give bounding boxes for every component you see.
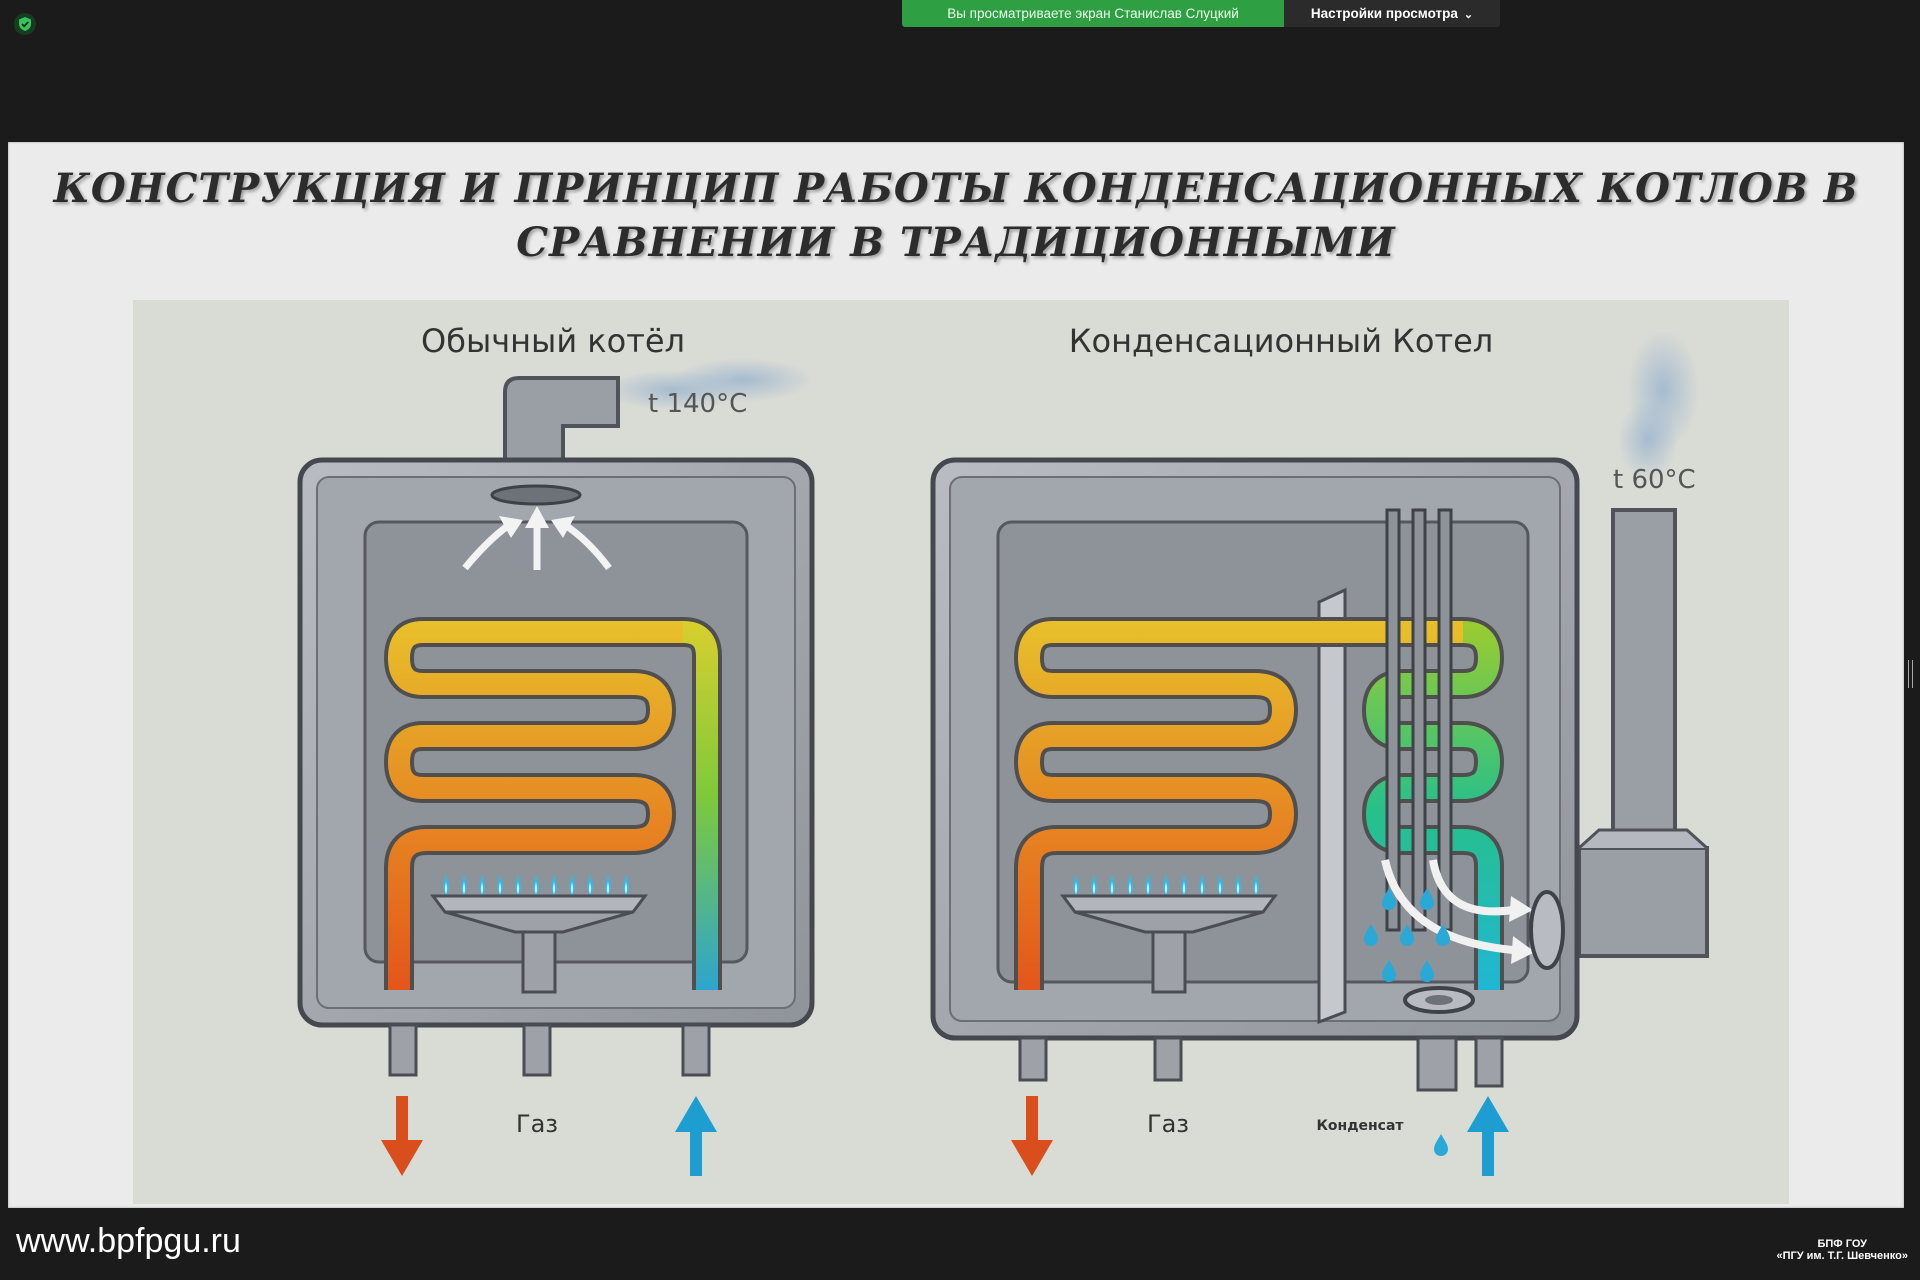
right-boiler-heading: Конденсационный Котел xyxy=(1069,322,1493,360)
right-burner xyxy=(1060,874,1278,994)
slide-title-line-1: КОНСТРУКЦИЯ И ПРИНЦИП РАБОТЫ КОНДЕНСАЦИО… xyxy=(53,165,1859,212)
left-gas-label: Газ xyxy=(516,1110,558,1138)
slide-title: КОНСТРУКЦИЯ И ПРИНЦИП РАБОТЫ КОНДЕНСАЦИО… xyxy=(8,162,1904,270)
left-burner xyxy=(430,874,648,994)
left-exhaust-smoke-2 xyxy=(673,358,813,402)
left-cold-water-arrow xyxy=(675,1096,717,1176)
right-return-connection xyxy=(1474,1036,1504,1088)
right-condensate-output-drop xyxy=(1434,1134,1448,1156)
chevron-down-icon: ⌄ xyxy=(1463,9,1474,21)
right-flue-gas-arrowheads xyxy=(1509,896,1535,964)
right-secondary-tubes xyxy=(1385,508,1453,932)
left-heat-exchanger-pipe xyxy=(388,621,683,990)
shared-slide: КОНСТРУКЦИЯ И ПРИНЦИП РАБОТЫ КОНДЕНСАЦИО… xyxy=(8,142,1904,1208)
left-hot-water-arrow xyxy=(381,1096,423,1176)
view-options-label: Настройки просмотра xyxy=(1310,6,1458,21)
left-boiler-heading: Обычный котёл xyxy=(421,322,685,360)
organization-line-2: «ПГУ им. Т.Г. Шевченко» xyxy=(1776,1250,1908,1262)
right-heat-exchanger-pipe xyxy=(1018,621,1463,990)
right-flue-box-top xyxy=(1577,828,1709,850)
left-supply-pipe xyxy=(388,1023,418,1077)
share-notice: Вы просматриваете экран Станислав Слуцки… xyxy=(902,0,1284,27)
right-flue-stack xyxy=(1611,508,1677,860)
panel-resize-handle[interactable] xyxy=(1908,660,1913,688)
right-partition-plate xyxy=(1317,587,1347,1025)
right-flue-temp: t 60°C xyxy=(1613,465,1696,495)
organization-watermark: БПФ ГОУ «ПГУ им. Т.Г. Шевченко» xyxy=(1776,1238,1908,1262)
right-flue-gas-arrows xyxy=(1381,859,1514,954)
right-condensate-label: Конденсат xyxy=(1316,1118,1404,1134)
screen-share-banner: Вы просматриваете экран Станислав Слуцки… xyxy=(902,0,1500,27)
slide-title-line-2: СРАВНЕНИИ В ТРАДИЦИОННЫМИ xyxy=(516,219,1396,266)
boiler-comparison-diagram: Обычный котёл t 140°C xyxy=(133,300,1789,1204)
shield-check-icon[interactable] xyxy=(14,13,36,35)
site-url-watermark: www.bpfpgu.ru xyxy=(16,1222,241,1260)
view-options-button[interactable]: Настройки просмотра ⌄ xyxy=(1284,0,1500,27)
right-flue-box xyxy=(1577,846,1709,958)
left-exhaust-opening xyxy=(490,484,582,506)
right-supply-pipe xyxy=(1018,1036,1048,1082)
right-condensate-drain-hole xyxy=(1425,995,1453,1005)
left-return-pipe xyxy=(682,621,718,990)
left-flue-pipe xyxy=(503,376,620,462)
meeting-top-bar: Вы просматриваете экран Станислав Слуцки… xyxy=(0,0,1920,40)
boiler-diagram-svg: Обычный котёл t 140°C xyxy=(297,322,1709,1176)
left-gas-pipe xyxy=(522,1023,552,1077)
right-flue-inlet xyxy=(1529,890,1565,970)
right-gas-pipe xyxy=(1153,1036,1183,1082)
right-hot-water-arrow xyxy=(1011,1096,1053,1176)
right-cold-water-arrow xyxy=(1467,1096,1509,1176)
right-gas-label: Газ xyxy=(1147,1110,1189,1138)
right-condensate-pipe xyxy=(1416,1036,1458,1092)
left-flue-temp: t 140°C xyxy=(648,389,747,419)
left-return-connection xyxy=(681,1023,711,1077)
organization-line-1: БПФ ГОУ xyxy=(1817,1238,1867,1250)
right-exhaust-smoke-2 xyxy=(1618,400,1678,480)
left-heat-arrowheads xyxy=(499,506,575,538)
